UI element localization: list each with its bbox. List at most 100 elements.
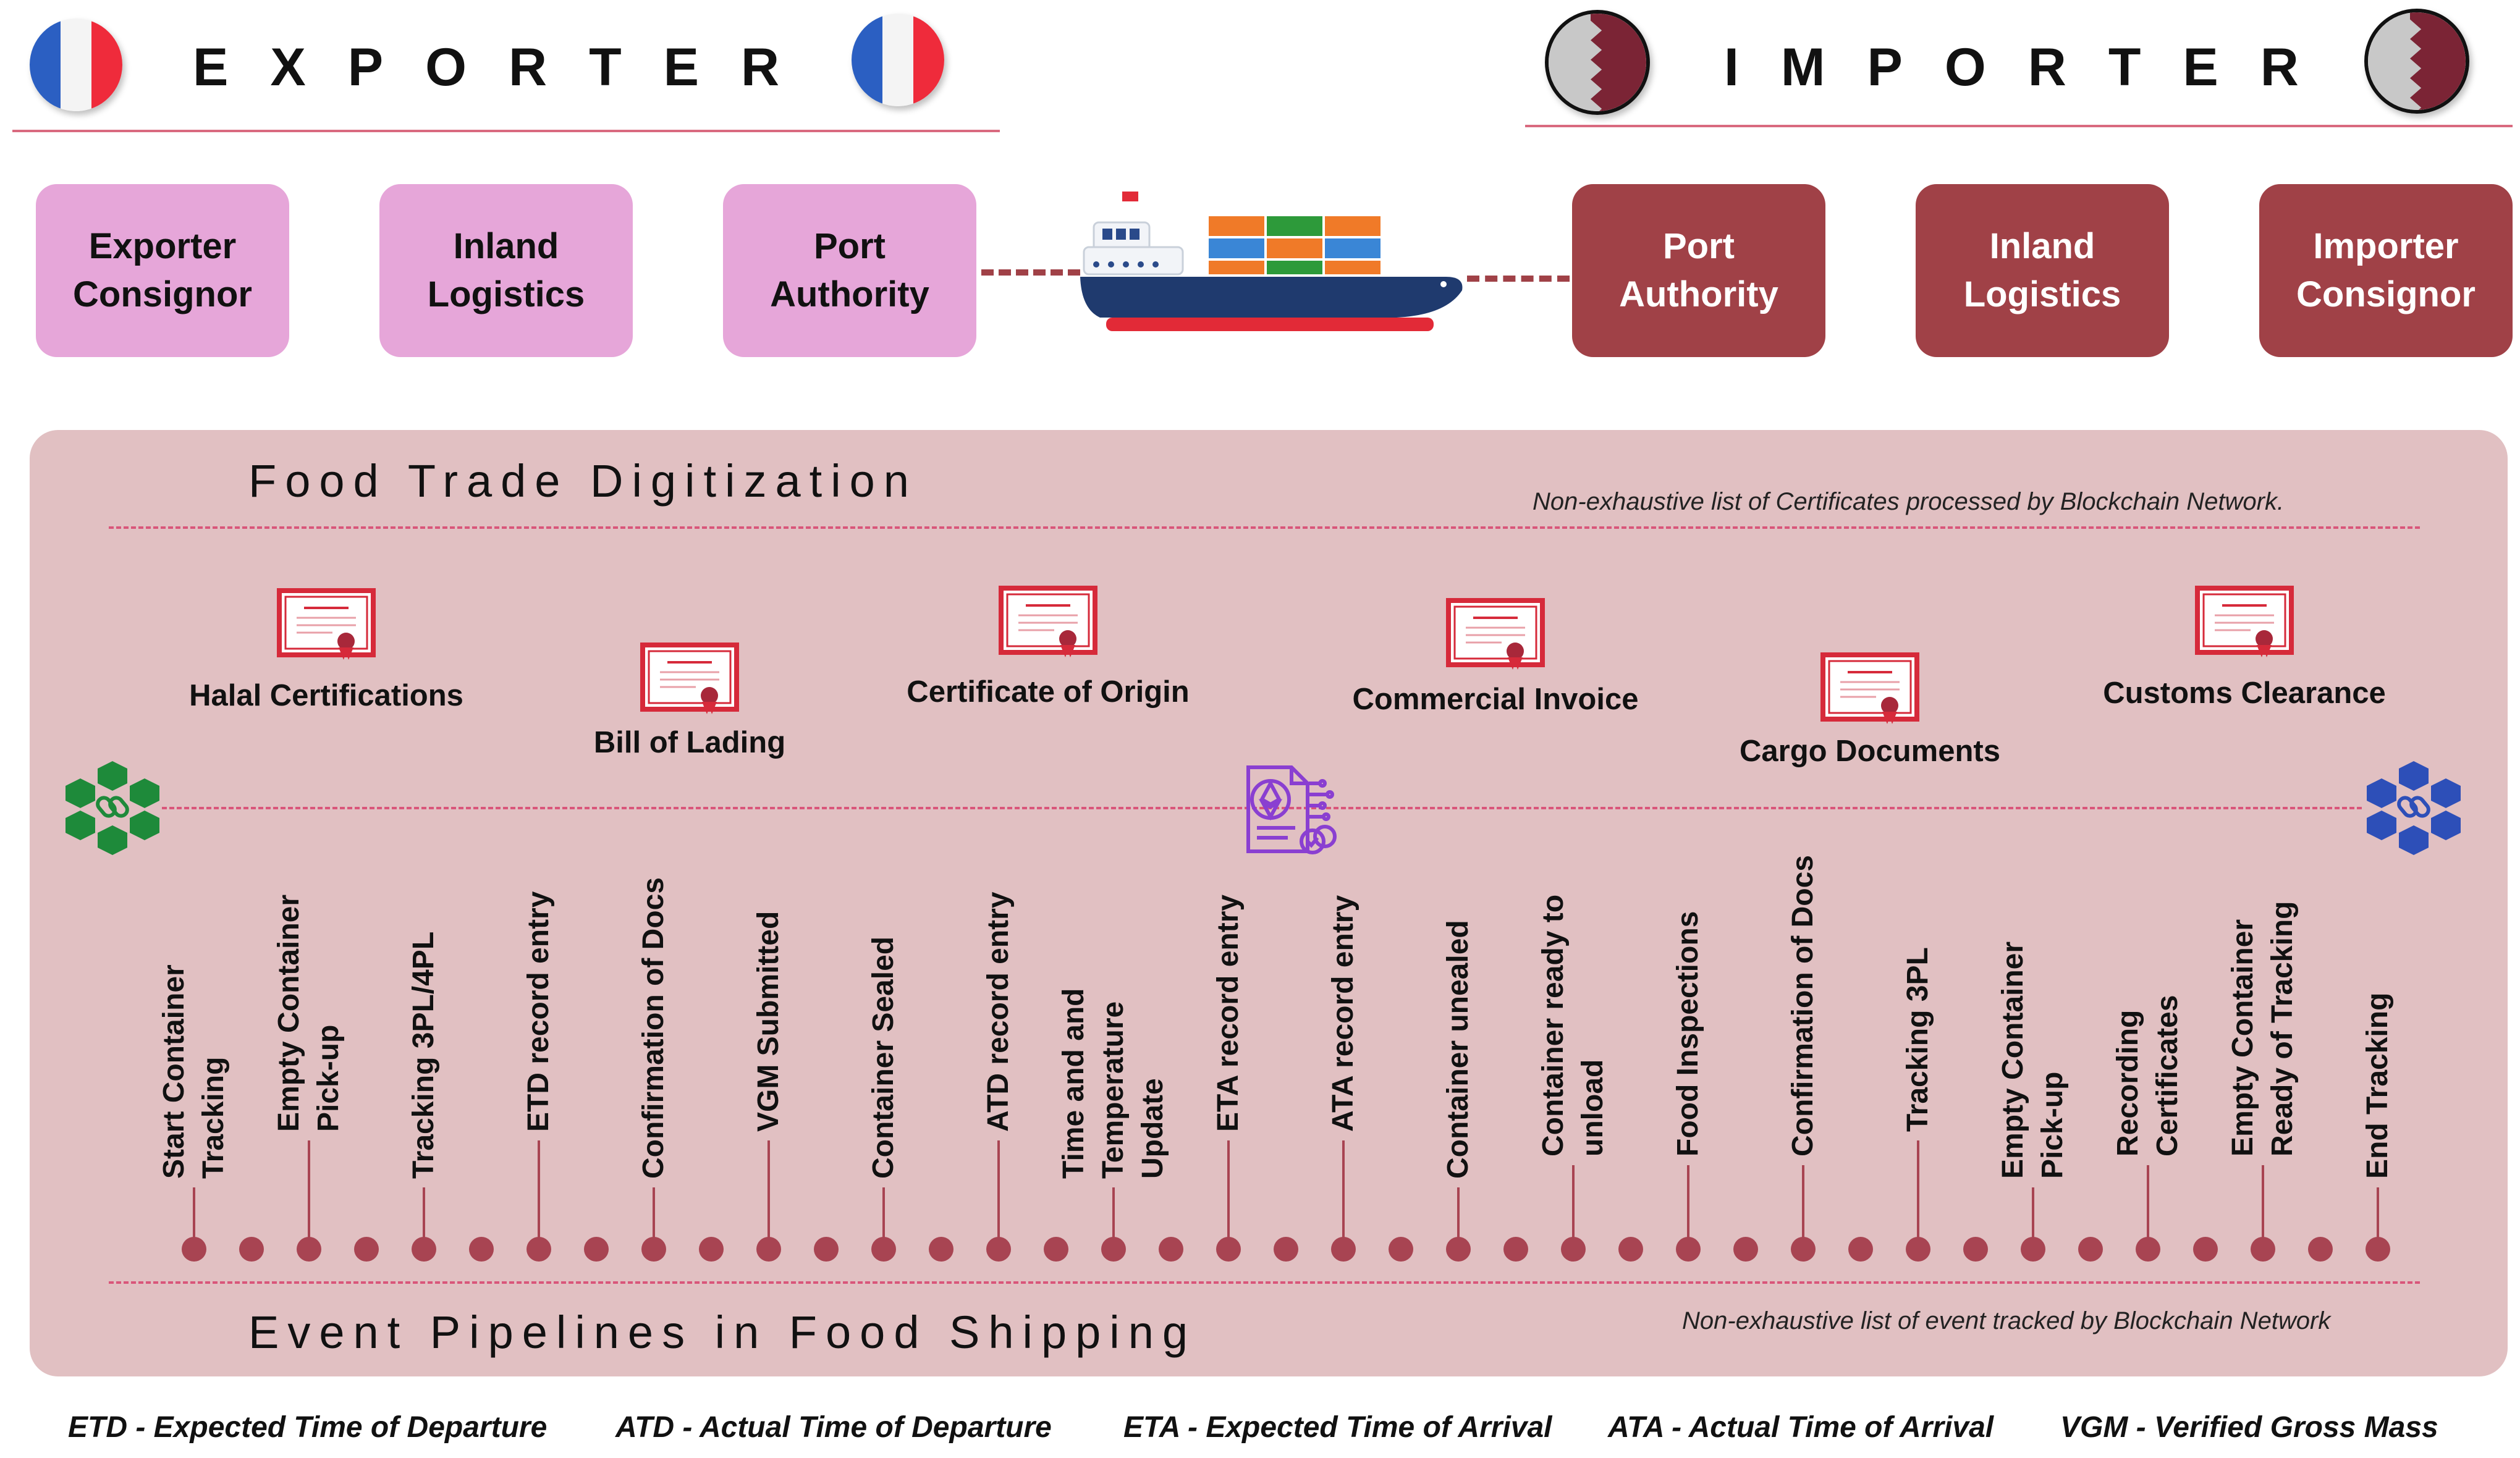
pipeline-dot	[2308, 1237, 2333, 1262]
actor-label-line: Logistics	[427, 274, 585, 314]
actor-label-line: Consignor	[2296, 274, 2476, 314]
pipeline-event-line: Confirmation of Docs	[1786, 855, 1819, 1157]
actor-label-line: Inland	[453, 226, 559, 266]
pipeline-event-line: ETA record entry	[1212, 894, 1245, 1132]
pipeline-event-line: Tracking 3PL/4PL	[407, 931, 440, 1179]
pipeline-event-label: Container Sealed	[864, 833, 903, 1179]
certificate-label: Customs Clearance	[2103, 676, 2386, 710]
actor-label-line: Consignor	[73, 274, 252, 314]
pipeline-event-label: Tracking 3PL	[1898, 786, 1938, 1132]
certificate-label: Certificate of Origin	[907, 675, 1190, 709]
pipeline-title: Event Pipelines in Food Shipping	[248, 1307, 1197, 1358]
pipeline-event-line: Container ready to	[1537, 894, 1570, 1157]
legend-atd: ATD - Actual Time of Departure	[615, 1411, 1052, 1444]
pipeline-event-line: End Tracking	[2361, 992, 2394, 1179]
legend-ata: ATA - Actual Time of Arrival	[1608, 1411, 1994, 1444]
pipeline-stem	[767, 1140, 770, 1249]
certificate-icon	[1820, 652, 1919, 724]
pipeline-event-line: Empty Container	[273, 894, 305, 1132]
pipeline-stem	[193, 1187, 195, 1249]
legend-vgm: VGM - Verified Gross Mass	[2060, 1411, 2438, 1444]
pipeline-event-label: Confirmation of Docs	[1783, 811, 1823, 1157]
pipeline-stem	[2147, 1165, 2149, 1249]
blockchain-network-icon	[2364, 759, 2463, 855]
pipeline-dot	[2193, 1237, 2218, 1262]
pipeline-dot	[814, 1237, 839, 1262]
pipeline-event-label: ATA record entry	[1324, 786, 1363, 1132]
france-flag-icon	[852, 14, 944, 106]
exporter-title: EXPORTER	[193, 38, 822, 97]
certificate-icon	[999, 586, 1097, 657]
pipeline-dot	[469, 1237, 494, 1262]
pipeline-event-line: Tracking	[197, 1056, 230, 1179]
pipeline-event-line: VGM Submitted	[752, 911, 785, 1132]
pipeline-dot	[1389, 1237, 1413, 1262]
exporter-underline	[12, 130, 1000, 132]
pipeline-event-label: Confirmation of Docs	[634, 833, 674, 1179]
certificate-label: Commercial Invoice	[1352, 683, 1639, 716]
pipeline-stem	[1572, 1165, 1575, 1249]
certificate-label: Cargo Documents	[1739, 735, 2001, 768]
pipeline-event-line: ATA record entry	[1327, 895, 1359, 1132]
pipeline-dot	[2078, 1237, 2103, 1262]
pipeline-event-line: unload	[1576, 1059, 1609, 1157]
certificate-icon	[1446, 598, 1545, 670]
pipeline-stem	[2377, 1187, 2379, 1249]
pipeline-dot	[1848, 1237, 1873, 1262]
actor-label-line: Port	[1663, 226, 1735, 266]
container-ship-icon	[1075, 185, 1471, 340]
pipeline-event-line: ETD record entry	[522, 891, 555, 1132]
pipeline-event-label: ETA record entry	[1209, 786, 1248, 1132]
legend-eta: ETA - Expected Time of Arrival	[1123, 1411, 1552, 1444]
pipeline-event-line: Tracking 3PL	[1901, 947, 1934, 1132]
actor-label-line: Exporter	[88, 226, 237, 266]
pipeline-dot	[1044, 1237, 1068, 1262]
pipeline-stem	[1802, 1165, 1804, 1249]
importer-title: IMPORTER	[1724, 38, 2341, 97]
pipeline-event-line: Empty Container	[2226, 919, 2259, 1157]
pipeline-event-line: Food Inspections	[1672, 911, 1704, 1157]
pipeline-dot	[1159, 1237, 1183, 1262]
actor-label-line: Authority	[770, 274, 929, 314]
pipeline-dot	[1733, 1237, 1758, 1262]
digitization-panel	[30, 430, 2508, 1376]
pipeline-stem	[1112, 1187, 1115, 1249]
pipeline-dot	[1963, 1237, 1988, 1262]
blockchain-timeline	[162, 807, 2362, 809]
pipeline-divider	[109, 1281, 2420, 1284]
france-flag-icon	[30, 19, 122, 111]
pipeline-event-line: Recording	[2112, 1009, 2144, 1157]
pipeline-event-label: Tracking 3PL/4PL	[404, 833, 444, 1179]
pipeline-event-line: Temperature	[1097, 1001, 1130, 1179]
certificate-label: Halal Certifications	[189, 679, 463, 712]
pipeline-event-line: Pick-up	[312, 1024, 345, 1132]
pipeline-dot	[239, 1237, 264, 1262]
certificate-icon	[640, 643, 739, 714]
digitization-note: Non-exhaustive list of Certificates proc…	[1533, 488, 2285, 515]
pipeline-stem	[1457, 1187, 1460, 1249]
pipeline-note: Non-exhaustive list of event tracked by …	[1682, 1307, 2331, 1334]
pipeline-event-label: Food Inspections	[1668, 811, 1708, 1157]
pipeline-event-label: ETD record entry	[519, 786, 559, 1132]
qatar-flag-icon	[1545, 10, 1650, 115]
pipeline-event-line: Start Container	[158, 964, 190, 1179]
digitization-title: Food Trade Digitization	[248, 455, 918, 507]
actor-label-line: Importer	[2313, 226, 2459, 266]
pipeline-event-line: Ready of Tracking	[2266, 901, 2299, 1157]
pipeline-event-line: Empty Container	[1997, 941, 2029, 1179]
pipeline-event-line: Confirmation of Docs	[637, 877, 670, 1179]
pipeline-event-label: ATD record entry	[979, 786, 1018, 1132]
certificate-label: Bill of Lading	[593, 726, 786, 759]
ethereum-document-icon	[1236, 759, 1341, 864]
pipeline-event-line: Update	[1136, 1078, 1169, 1179]
pipeline-event-label: End Tracking	[2358, 833, 2398, 1179]
pipeline-dot	[1503, 1237, 1528, 1262]
digitization-divider	[109, 526, 2420, 529]
pipeline-dot	[1274, 1237, 1298, 1262]
ship-connector-right	[1467, 276, 1570, 282]
